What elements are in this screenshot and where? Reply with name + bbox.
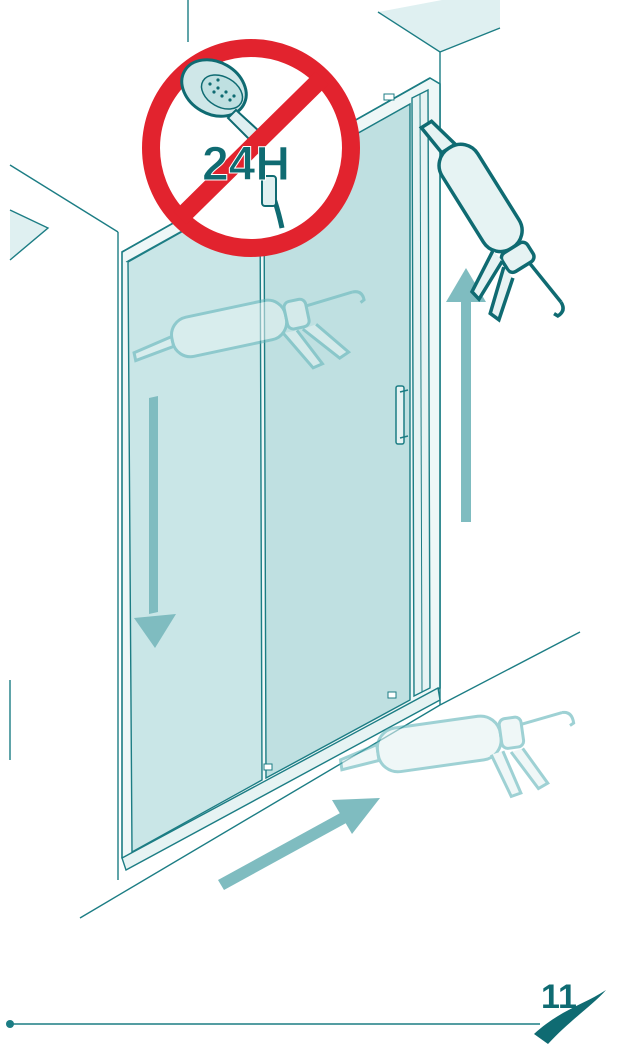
roller-bottom-a: [264, 764, 272, 770]
page-footer: 11: [6, 978, 606, 1044]
roller-top: [384, 94, 394, 100]
arrow-up-icon: [446, 268, 486, 522]
arrow-diagonal-icon: [218, 798, 380, 890]
ceiling-block: [378, 0, 500, 52]
glass-panel-left: [128, 188, 262, 852]
page-number: 11: [541, 978, 577, 1016]
no-shower-icon: 24H: [151, 48, 351, 248]
no-shower-duration-label: 24H: [202, 138, 290, 191]
roller-bottom-b: [388, 692, 396, 698]
